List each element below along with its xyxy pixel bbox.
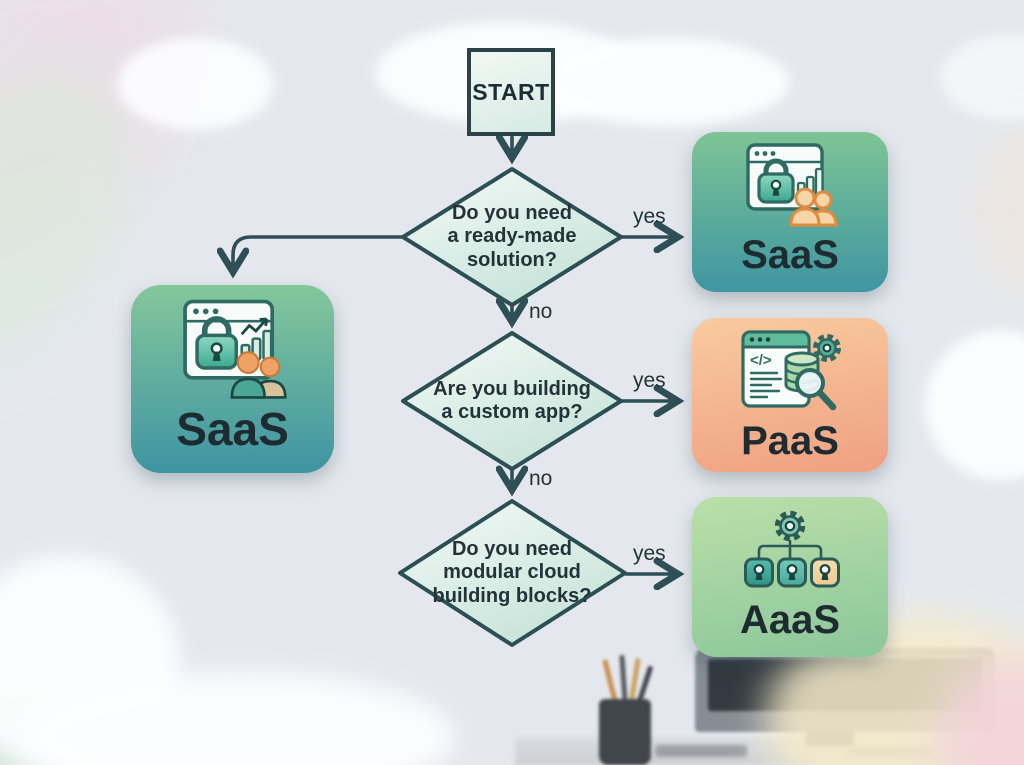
decision-diamond-2: [401, 331, 623, 471]
svg-text:</>: </>: [750, 352, 772, 369]
desk-item: [655, 745, 747, 757]
arrow-group: [233, 137, 678, 574]
edge-label-yes-1: yes: [633, 205, 666, 228]
edge-label-no-1: no: [529, 300, 553, 323]
decision-diamonds: [398, 167, 627, 647]
decision-3-text: Do you need modular cloud building block…: [432, 538, 592, 607]
card-aaas: AaaS: [692, 497, 888, 657]
arrow-d1-to-saas-left: [233, 235, 404, 272]
card-saas-left: SaaS: [131, 285, 334, 473]
edge-label-yes-3: yes: [633, 542, 666, 565]
card-aaas-label: AaaS: [739, 598, 841, 642]
card-saas-right-label: SaaS: [741, 233, 839, 277]
browser-lock-chart-users-icon: [182, 299, 287, 399]
card-saas-right: SaaS: [692, 132, 888, 292]
decision-diamond-1: [401, 167, 623, 307]
card-saas-left-label: SaaS: [176, 403, 289, 455]
decision-2-text: Are you building a custom app?: [433, 378, 591, 424]
edge-label-no-2: no: [529, 467, 553, 490]
browser-lock-chart-users-icon: [746, 143, 838, 227]
card-paas-label: PaaS: [741, 419, 839, 463]
card-paas: </> PaaS: [692, 318, 888, 472]
edge-label-yes-2: yes: [633, 369, 666, 392]
start-node: START: [467, 48, 555, 136]
decision-diamond-3: [398, 499, 627, 647]
browser-code-database-gear-magnifier-icon: </>: [741, 330, 841, 411]
gear-connected-locks-icon: [744, 510, 840, 588]
pen-cup: [599, 699, 651, 765]
decision-1-text: Do you need a ready-made solution?: [447, 202, 577, 271]
